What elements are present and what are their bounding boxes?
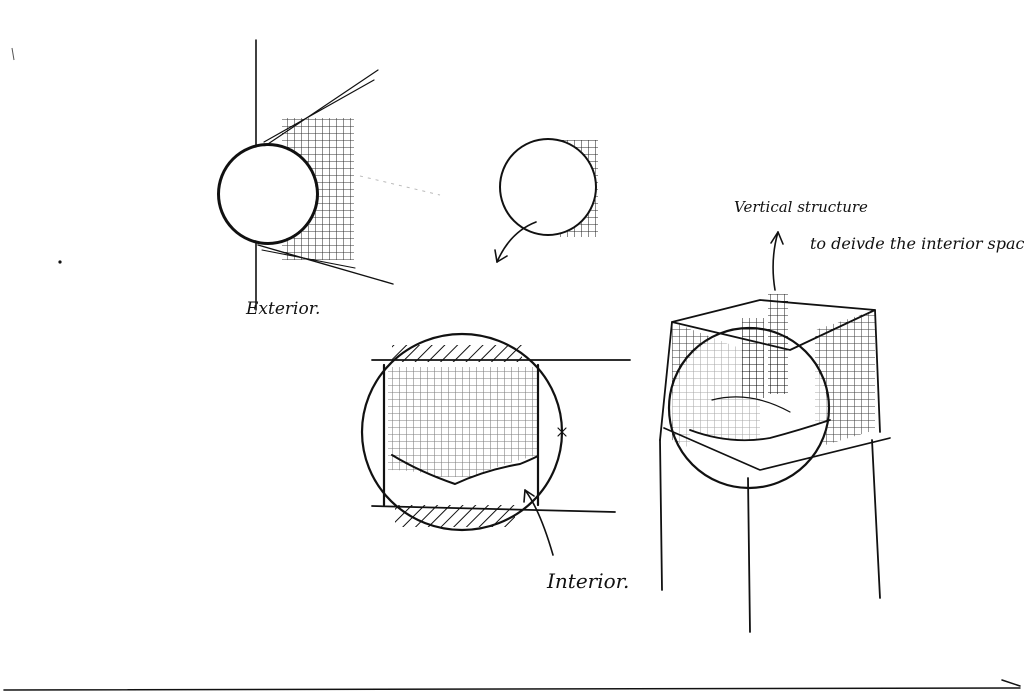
paper-edge xyxy=(3,679,1021,691)
divide-interior-label: to deivde the interior space xyxy=(810,234,1024,253)
sketch-sphere-corner xyxy=(494,138,598,263)
sketch-cube-structure xyxy=(659,231,891,633)
sketch-interior-section xyxy=(360,332,631,556)
ink-dot xyxy=(58,260,62,264)
interior-label: Interior. xyxy=(547,569,630,593)
exterior-label: Exterior. xyxy=(246,299,321,319)
vertical-structure-label: Vertical structure xyxy=(734,198,868,216)
sketch-exterior xyxy=(217,39,441,311)
margin-mark xyxy=(11,47,15,61)
